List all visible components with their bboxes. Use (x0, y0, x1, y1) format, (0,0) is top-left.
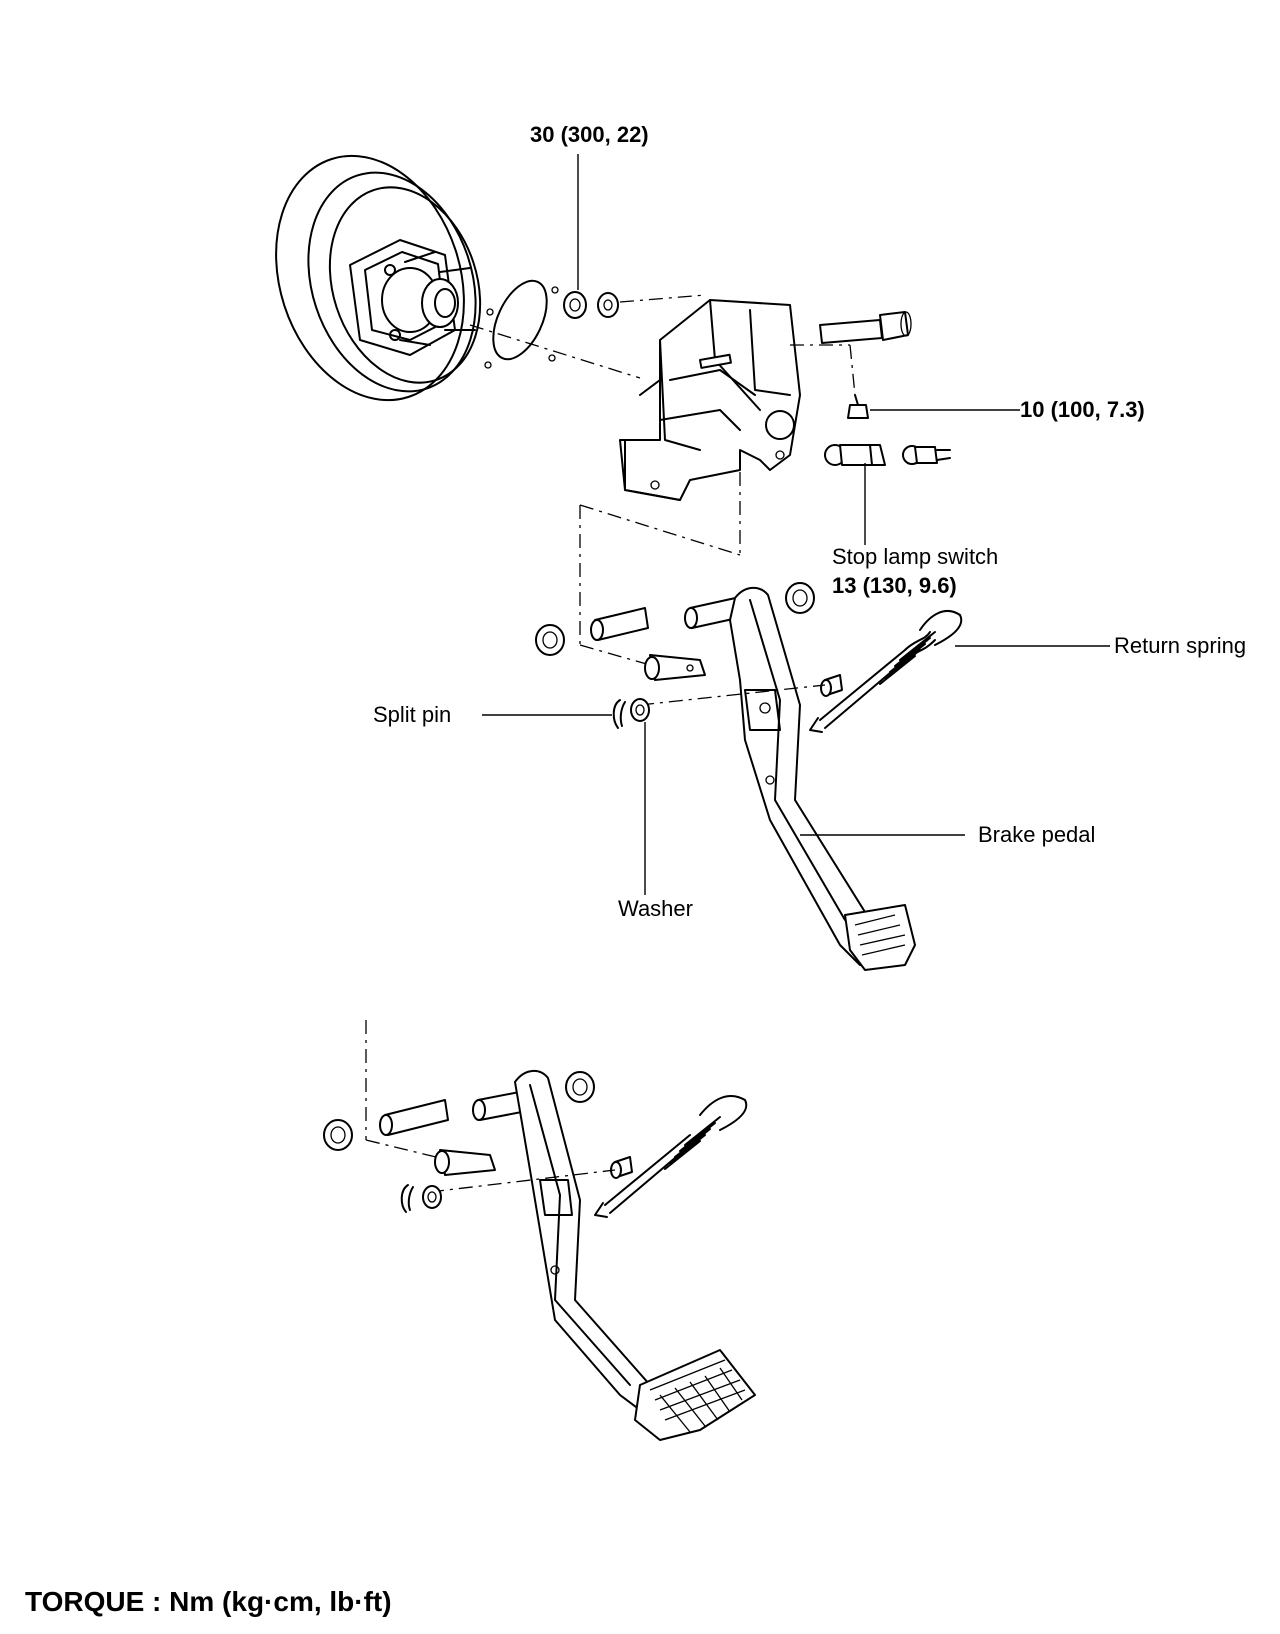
clevis-icon (644, 654, 706, 681)
split-pin-icon (612, 699, 626, 729)
washer-label: Washer (618, 896, 693, 921)
booster-nut-torque-label: 30 (300, 22) (530, 122, 649, 147)
lower-brake-pedal-icon (514, 1070, 756, 1441)
washer-icon (630, 698, 650, 722)
bracket-bolt-icon (819, 311, 912, 344)
bracket-bolt-torque-label: 10 (100, 7.3) (1020, 397, 1145, 422)
lower-split-pin-icon (400, 1184, 414, 1213)
lower-pedal-pin-icon (610, 1156, 633, 1179)
return-spring-label: Return spring (1114, 633, 1247, 658)
lower-clevis-icon (434, 1149, 496, 1176)
split-pin-label: Split pin (373, 702, 452, 727)
stop-lamp-switch-torque-label: 13 (130, 9.6) (832, 573, 957, 598)
booster-nut-icon (563, 291, 619, 319)
lower-washer-icon (422, 1185, 442, 1209)
return-spring-icon (809, 610, 963, 733)
gasket-icon (484, 279, 559, 369)
small-bolt-icon (847, 394, 869, 419)
pedal-pin-icon (820, 674, 843, 697)
stop-lamp-switch-label: Stop lamp switch (832, 544, 999, 569)
torque-units-footer: TORQUE : Nm (kg·cm, lb·ft) (25, 1586, 392, 1617)
brake-pedal-icon (729, 586, 916, 971)
lower-return-spring-icon (594, 1095, 748, 1218)
brake-pedal-label: Brake pedal (978, 822, 1096, 847)
pedal-bracket-icon (619, 299, 801, 501)
brake-booster-icon (275, 154, 482, 402)
stop-lamp-switch-icon (824, 444, 951, 466)
upper-pedal-bushing-icon (535, 582, 815, 656)
